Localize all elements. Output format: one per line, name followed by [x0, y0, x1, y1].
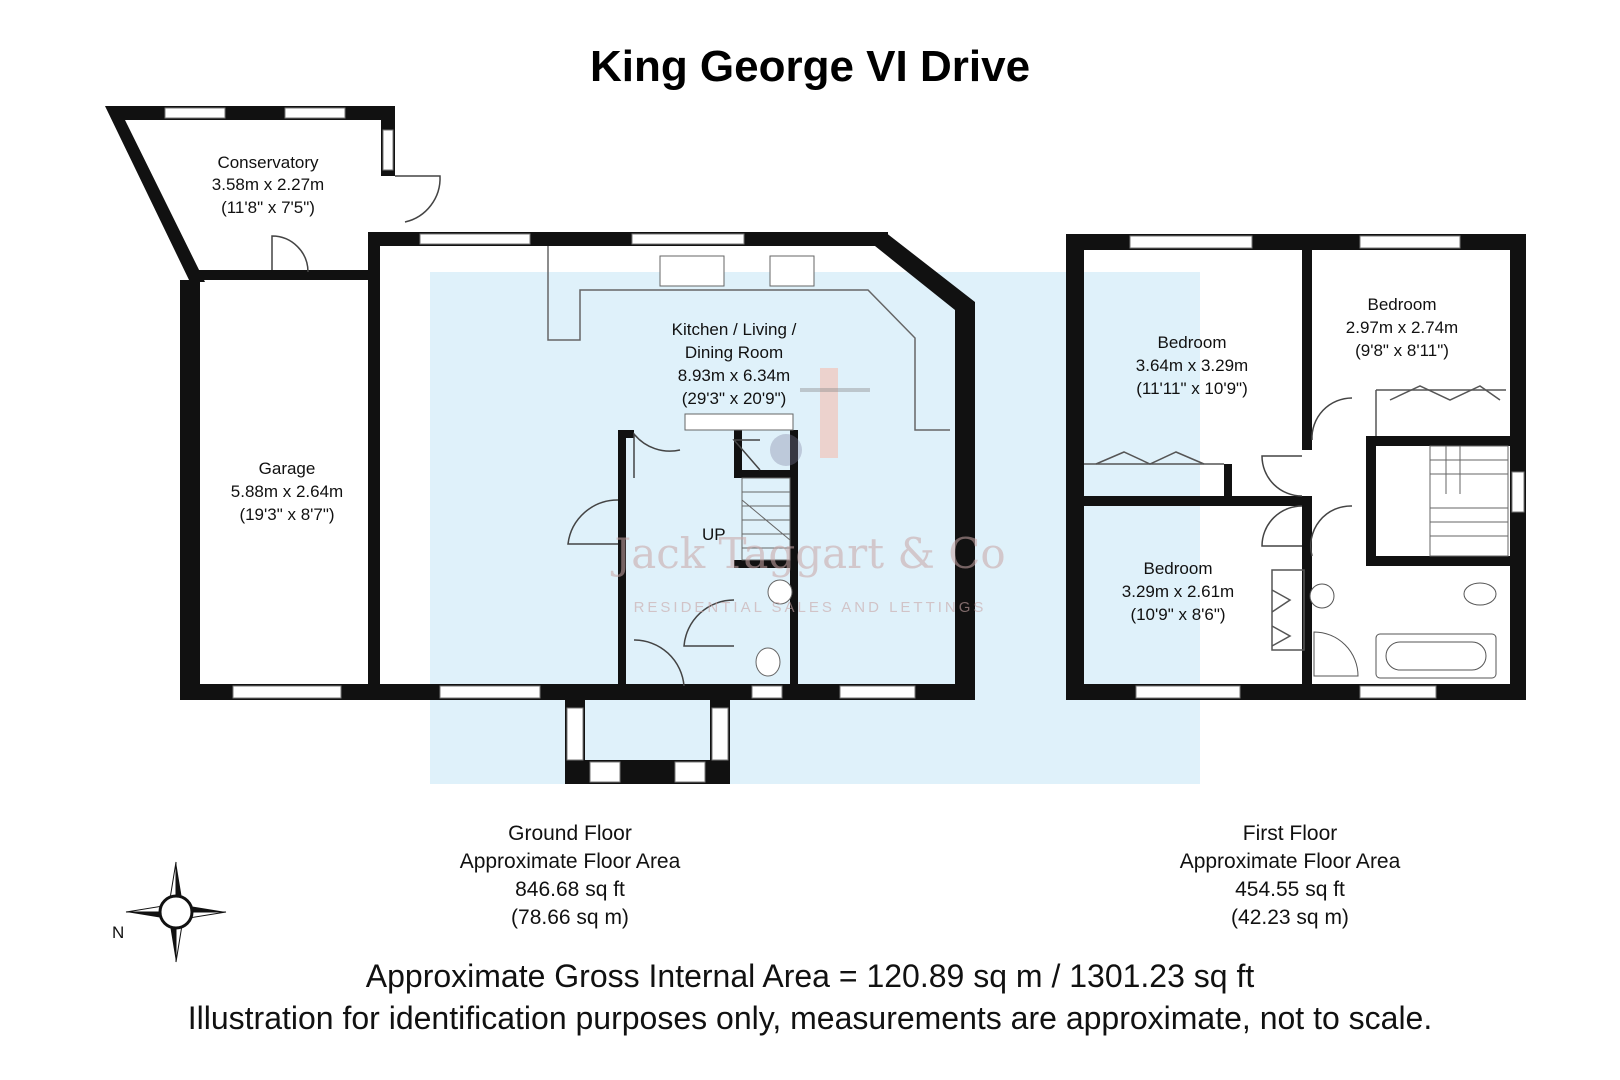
- room-bedroom-1: Bedroom 3.64m x 3.29m (11'11" x 10'9"): [1136, 333, 1248, 398]
- first-floor-windows: [1129, 235, 1525, 699]
- compass-rose-icon: [125, 861, 227, 963]
- conservatory-wall: [105, 106, 395, 282]
- room-bedroom-3: Bedroom 3.29m x 2.61m (10'9" x 8'6"): [1122, 559, 1234, 624]
- kitchen-name-line1: Kitchen / Living /: [672, 320, 797, 339]
- kitchen-counter: [547, 246, 950, 431]
- garage-metric: 5.88m x 2.64m: [231, 482, 343, 501]
- bedroom-1-imperial: (11'11" x 10'9"): [1136, 379, 1248, 398]
- bedroom-1-metric: 3.64m x 3.29m: [1136, 356, 1248, 375]
- bedroom-2-imperial: (9'8" x 8'11"): [1355, 341, 1449, 360]
- kitchen-metric: 8.93m x 6.34m: [678, 366, 790, 385]
- garage-wall-left: [180, 280, 200, 700]
- bedroom-3-metric: 3.29m x 2.61m: [1122, 582, 1234, 601]
- room-garage: Garage 5.88m x 2.64m (19'3" x 8'7"): [231, 459, 343, 524]
- bath: [1375, 633, 1497, 679]
- bedroom-2-name: Bedroom: [1368, 295, 1437, 314]
- gross-internal-area: Approximate Gross Internal Area = 120.89…: [365, 958, 1255, 994]
- ground-floor-name: Ground Floor: [508, 822, 632, 845]
- first-floor-wardrobes: [1084, 385, 1506, 651]
- stairs-up-label: UP: [702, 525, 726, 544]
- plan-title: King George VI Drive: [589, 42, 1031, 91]
- garage-name: Garage: [259, 459, 316, 478]
- conservatory-metric: 3.58m x 2.27m: [212, 175, 324, 194]
- conservatory-name: Conservatory: [217, 153, 319, 172]
- cloakroom-toilet: [755, 647, 781, 677]
- watermark-tagline: RESIDENTIAL SALES AND LETTINGS: [634, 599, 987, 616]
- garage-imperial: (19'3" x 8'7"): [239, 505, 334, 524]
- bedroom-3-imperial: (10'9" x 8'6"): [1130, 605, 1225, 624]
- room-kitchen: Kitchen / Living / Dining Room 8.93m x 6…: [672, 320, 797, 408]
- shower: [1313, 631, 1359, 677]
- ground-floor-sqft: 846.68 sq ft: [515, 878, 625, 901]
- first-floor-stairs: [1429, 445, 1509, 557]
- ground-floor-summary: Ground Floor Approximate Floor Area 846.…: [420, 820, 720, 932]
- first-floor-sqft: 454.55 sq ft: [1235, 878, 1345, 901]
- first-floor-name: First Floor: [1242, 822, 1338, 845]
- ground-floor-stairs: [741, 477, 791, 561]
- room-bedroom-2: Bedroom 2.97m x 2.74m (9'8" x 8'11"): [1346, 295, 1458, 360]
- highlight-overlay: [430, 272, 1200, 784]
- first-floor-summary: First Floor Approximate Floor Area 454.5…: [1140, 820, 1440, 932]
- first-floor-doors: [1261, 397, 1353, 557]
- bedroom-1-name: Bedroom: [1158, 333, 1227, 352]
- room-conservatory: Conservatory 3.58m x 2.27m (11'8" x 7'5"…: [212, 153, 324, 217]
- kitchen-name-line2: Dining Room: [685, 343, 783, 362]
- bedroom-3-name: Bedroom: [1144, 559, 1213, 578]
- compass-north-label: N: [112, 923, 124, 942]
- bathroom-basin: [1309, 583, 1335, 609]
- first-floor-area-label: Approximate Floor Area: [1179, 850, 1401, 873]
- first-floor-sqm: (42.23 sq m): [1231, 906, 1349, 929]
- ground-floor-doors: [271, 175, 761, 687]
- cloakroom-basin: [767, 579, 793, 605]
- ground-floor-area-label: Approximate Floor Area: [459, 850, 681, 873]
- ground-floor-windows: [164, 107, 916, 783]
- ground-floor-sqm: (78.66 sq m): [511, 906, 629, 929]
- conservatory-imperial: (11'8" x 7'5"): [221, 198, 315, 217]
- disclaimer: Illustration for identification purposes…: [187, 1000, 1433, 1036]
- watermark-name: Jack Taggart & Co: [610, 529, 1005, 578]
- bathroom-toilet: [1463, 582, 1497, 606]
- bedroom-2-metric: 2.97m x 2.74m: [1346, 318, 1458, 337]
- kitchen-imperial: (29'3" x 20'9"): [682, 389, 787, 408]
- watermark: Jack Taggart & Co RESIDENTIAL SALES AND …: [610, 368, 1006, 616]
